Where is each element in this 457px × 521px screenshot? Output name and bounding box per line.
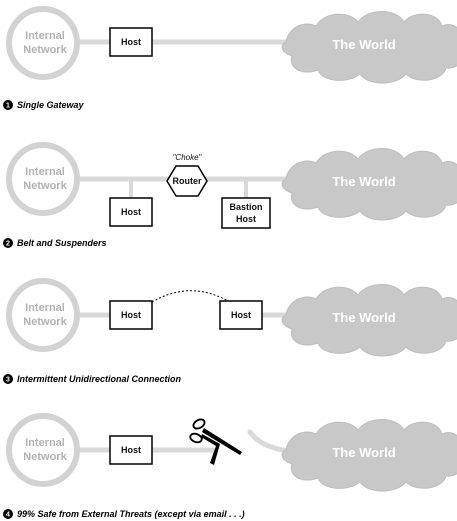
internal-network-label-line1: Internal xyxy=(25,437,65,449)
internal-network-label-line2: Network xyxy=(23,451,67,463)
panel-number: 2 xyxy=(6,241,10,248)
panel-caption: Intermittent Unidirectional Connection xyxy=(17,374,182,384)
panel-intermittent-connection: Internal Network Host Host The World 3 I… xyxy=(3,278,457,384)
number-badge xyxy=(3,374,13,384)
intermittent-link-arc xyxy=(151,290,229,303)
bastion-host-box xyxy=(221,197,271,229)
host-label: Host xyxy=(121,445,141,455)
panel-caption: Belt and Suspenders xyxy=(17,238,107,248)
panel-99-percent-safe: Internal Network Host The World 4 99% Sa… xyxy=(3,413,457,519)
host-label: Host xyxy=(121,207,141,217)
internal-network-label-line1: Internal xyxy=(25,30,65,42)
host-label: Host xyxy=(121,37,141,47)
internal-network-label-line2: Network xyxy=(23,44,67,56)
scissors-icon xyxy=(189,418,242,465)
router-label: Router xyxy=(173,176,202,186)
internal-network-label-line1: Internal xyxy=(25,302,65,314)
host-box xyxy=(109,435,153,465)
host-label: Host xyxy=(121,310,141,320)
panel-number: 3 xyxy=(6,377,10,384)
number-badge xyxy=(3,509,13,519)
panel-single-gateway: Internal Network Host The World 1 Single… xyxy=(3,6,457,110)
number-badge xyxy=(3,100,13,110)
choke-label: "Choke" xyxy=(173,153,203,162)
host-label: Host xyxy=(231,310,251,320)
panel-number: 1 xyxy=(6,103,10,110)
internal-network-ring xyxy=(6,142,80,216)
panel-caption: 99% Safe from External Threats (except v… xyxy=(17,509,245,519)
router-hexagon xyxy=(166,165,208,197)
world-label: The World xyxy=(332,37,395,52)
internal-network-ring xyxy=(6,6,80,80)
host-box xyxy=(109,27,153,57)
panel-belt-and-suspenders: Internal Network Router "Choke" Host Bas… xyxy=(3,142,457,248)
panel-caption: Single Gateway xyxy=(17,100,85,110)
number-badge xyxy=(3,238,13,248)
host-box xyxy=(109,197,153,227)
internal-network-label-line2: Network xyxy=(23,316,67,328)
host-box xyxy=(109,300,153,330)
internal-network-label-line1: Internal xyxy=(25,166,65,178)
internal-network-ring xyxy=(6,413,80,487)
internal-network-label-line2: Network xyxy=(23,180,67,192)
panel-number: 4 xyxy=(6,512,10,519)
bastion-label-line2: Host xyxy=(236,214,256,224)
world-label: The World xyxy=(332,310,395,325)
world-label: The World xyxy=(332,445,395,460)
internal-network-ring xyxy=(6,278,80,352)
world-label: The World xyxy=(332,174,395,189)
bastion-label-line1: Bastion xyxy=(229,202,262,212)
host-box xyxy=(219,300,263,330)
